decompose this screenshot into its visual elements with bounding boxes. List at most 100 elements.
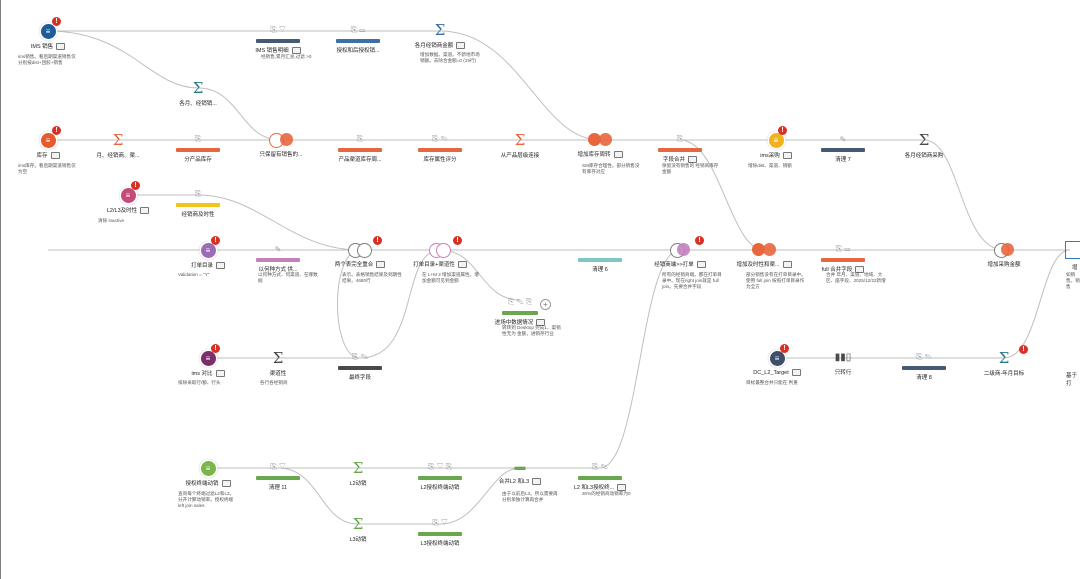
node-desc: 增除dist、渠道、销额	[748, 163, 792, 168]
node-add-turnover[interactable]: 增加库存周转	[555, 133, 645, 158]
warning-icon[interactable]: !	[211, 236, 220, 245]
warning-icon[interactable]: !	[131, 181, 140, 190]
node-desc: 以何种方式、何渠道、在哪数据	[258, 272, 318, 283]
node-l2-auth-terminal[interactable]: ⎘ ▽ ⎘ L2授权终端动销	[395, 461, 485, 491]
node-l2-monthly-target[interactable]: Σ 二级商-年月目标	[959, 350, 1049, 377]
node-keep-sales-only[interactable]: 只保留有销售的...	[236, 133, 326, 158]
comment-icon[interactable]	[56, 42, 66, 50]
node-order-catalog[interactable]: ≡ 打单目录	[163, 243, 253, 269]
node-two-tables-overlap[interactable]: 两个表完全重合	[315, 243, 405, 268]
clean-icon: ⎘ ✎	[352, 352, 368, 361]
clean-step-bar	[902, 366, 946, 370]
node-monthly-dealer-purchase[interactable]: Σ 各月经销商采购	[879, 132, 969, 159]
node-month-dealer-channel[interactable]: Σ 月、经销商、渠...	[73, 132, 163, 159]
clean-step-bar	[176, 148, 220, 152]
node-title: 打单目录	[190, 263, 213, 269]
comment-icon[interactable]	[688, 155, 697, 163]
node-ims-sales-detail[interactable]: ⎘ ▽ IMS 销售明细	[233, 24, 323, 54]
node-l2-l3-auth-terminal[interactable]: ⎘ ✎ L2 和L3授权终...	[555, 461, 645, 491]
warning-icon[interactable]: !	[780, 344, 789, 353]
node-clean-6[interactable]: 清理 6	[555, 243, 645, 273]
node-inventory[interactable]: ≡ 库存	[3, 133, 93, 159]
join-icon	[429, 243, 451, 258]
node-catalog-channel[interactable]: 打单目录+渠道性	[395, 243, 485, 268]
node-desc: 在 L+M 2 增加渠道属性。增加金额可见到金额	[422, 272, 479, 283]
node-title: 授权终端动销	[185, 481, 219, 487]
node-l3-auth-terminal[interactable]: ⎘ ▽ L3授权终端动销	[395, 517, 485, 547]
node-l3-sales[interactable]: Σ L3动销	[313, 516, 403, 543]
node-title: IMS 销售	[30, 44, 54, 50]
selected-node-box[interactable]	[1065, 241, 1080, 259]
comment-icon[interactable]	[536, 318, 546, 326]
node-full-merge-fields[interactable]: ⎘ ▭ full 合并字段	[798, 243, 888, 273]
node-l2-sales[interactable]: Σ L2动销	[313, 460, 403, 487]
comment-icon[interactable]	[782, 151, 792, 159]
node-authorized-terminal-sales[interactable]: ≡ 授权终端动销	[163, 461, 253, 487]
node-product-inventory[interactable]: ⎘ 分产品库存	[153, 133, 243, 163]
comment-icon[interactable]	[221, 479, 231, 487]
node-title: 经销商及时性	[181, 212, 215, 218]
warning-icon[interactable]: !	[211, 344, 220, 353]
node-l2l3-timeliness[interactable]: ≡ L2/L3及时性	[83, 188, 173, 214]
node-desc: 部分销售没有在打单目录中。使用 full join 按照打单目录作为全方	[746, 272, 806, 289]
warning-icon[interactable]: !	[453, 236, 462, 245]
node-clean-11[interactable]: ⎘ ▽ 清理 11	[233, 461, 323, 491]
comment-icon[interactable]	[456, 41, 466, 49]
comment-icon[interactable]	[50, 151, 60, 159]
comment-icon[interactable]	[532, 477, 542, 485]
comment-icon[interactable]	[696, 260, 706, 268]
node-dealer-timeliness[interactable]: ⎘ 经销商及时性	[153, 188, 243, 218]
node-incoming-data[interactable]: ⎘ ✎ ⎘ 进场中数据情况	[475, 296, 565, 326]
node-inventory-score[interactable]: ⎘ ✎ 库存属性评分	[395, 133, 485, 163]
comment-icon[interactable]	[855, 265, 865, 273]
aggregate-icon: Σ	[352, 459, 364, 477]
comment-icon[interactable]	[457, 260, 467, 268]
node-product-level-join[interactable]: Σ 从产品层级连接	[475, 132, 565, 159]
add-step-icon[interactable]: +	[540, 299, 551, 310]
join-icon	[994, 243, 1014, 258]
node-ims-purchase[interactable]: ≡ ims采购	[731, 133, 821, 159]
node-add-purchase-amount[interactable]: 增加采购金额	[959, 243, 1049, 268]
clean-step-bar	[578, 258, 622, 262]
node-add-timeliness-channel[interactable]: 增加及时性和渠...	[719, 243, 809, 268]
node-merge-l2-l3[interactable]: ▬ 合并L2 和L3	[475, 461, 565, 485]
node-desc: 排除采取行/额、行头	[178, 380, 221, 385]
node-channel-attr[interactable]: Σ 渠道性	[233, 350, 323, 377]
node-dc-l2-target[interactable]: ≡ DC_L2_Target	[732, 351, 822, 376]
warning-icon[interactable]: !	[52, 17, 61, 26]
node-title: ims 对比	[191, 371, 213, 377]
node-product-channel-inventory[interactable]: ⎘ 产品渠道库存周...	[315, 133, 405, 163]
node-clean-7[interactable]: ✎ 清理 7	[798, 133, 888, 163]
node-clean-8[interactable]: ⎘ ✎ 清理 8	[879, 351, 969, 381]
node-pivot-rows[interactable]: ▮▮▯ 只转行	[798, 351, 888, 377]
comment-icon[interactable]	[215, 369, 225, 377]
node-merge-fields[interactable]: ⎘ 字段合并	[635, 133, 725, 163]
node-supply-method[interactable]: ✎ 以何种方式 供...	[233, 243, 323, 273]
warning-icon[interactable]: !	[695, 236, 704, 245]
node-desc: ims库存。看后期渠道销售仅为空	[18, 163, 76, 174]
clean-step-bar	[821, 258, 865, 262]
node-authorized-sales[interactable]: ⎘ ▭ 授权和后授权销...	[313, 24, 403, 54]
node-monthly-dealer-agg[interactable]: Σ 各月、经销销...	[153, 80, 243, 107]
comment-icon[interactable]	[791, 369, 801, 376]
node-ims-compare[interactable]: ≡ ims 对比	[163, 351, 253, 377]
comment-icon[interactable]	[291, 46, 301, 54]
comment-icon[interactable]	[376, 260, 386, 268]
comment-icon[interactable]	[216, 261, 225, 269]
node-monthly-dealer-amount[interactable]: Σ 各月经销商金额	[395, 22, 485, 49]
warning-icon[interactable]: !	[373, 236, 382, 245]
node-title: 分产品库存	[184, 157, 212, 163]
comment-icon[interactable]	[613, 150, 623, 158]
node-dealer-to-order[interactable]: 经销商端>>打单	[635, 243, 725, 268]
comment-icon[interactable]	[782, 260, 792, 268]
comment-icon[interactable]	[140, 206, 150, 214]
node-final-fields[interactable]: ⎘ ✎ 最终字段	[315, 351, 405, 381]
clean-icon: ⎘ ▭	[350, 25, 366, 34]
node-ims-sales[interactable]: ≡ IMS 销售	[3, 24, 93, 50]
warning-icon[interactable]: !	[52, 126, 61, 135]
warning-icon[interactable]: !	[778, 126, 787, 135]
clean-icon: ⎘ ✎	[916, 352, 932, 361]
warning-icon[interactable]: !	[1019, 345, 1028, 354]
comment-icon[interactable]	[617, 483, 627, 491]
